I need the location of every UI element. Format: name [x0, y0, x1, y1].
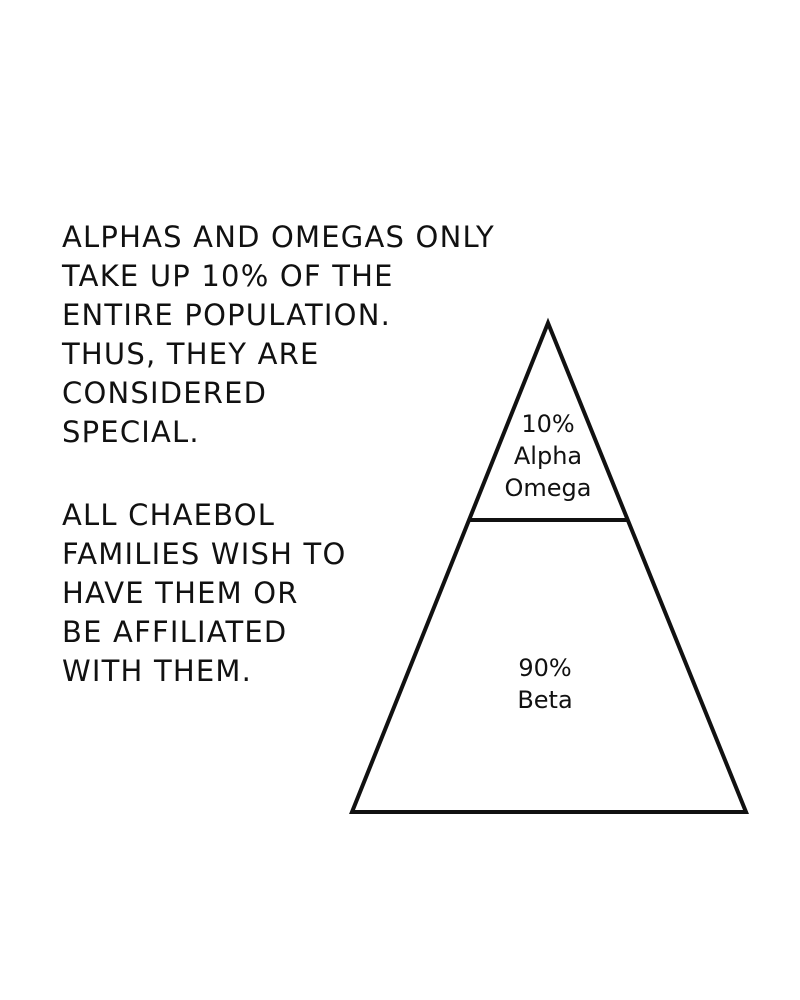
caption-line: BE AFFILIATED [62, 615, 288, 649]
caption-line: SPECIAL. [62, 415, 200, 449]
caption-line: THUS, THEY ARE [62, 337, 320, 371]
caption-line: WITH THEM. [62, 654, 253, 688]
pyramid-top-label: 10% Alpha Omega [448, 408, 648, 504]
caption-line: ALL CHAEBOL [62, 498, 276, 532]
top-label-alpha: Alpha [513, 442, 583, 470]
caption-line: TAKE UP 10% OF THE [62, 259, 394, 293]
top-label-omega: Omega [504, 474, 592, 502]
caption-paragraph-2: ALL CHAEBOL FAMILIES WISH TO HAVE THEM O… [62, 496, 347, 691]
bottom-label-beta: Beta [517, 686, 573, 714]
caption-line: HAVE THEM OR [62, 576, 299, 610]
pyramid-bottom-label: 90% Beta [445, 652, 645, 716]
top-percent: 10% [521, 410, 575, 438]
pyramid-outline [349, 317, 749, 814]
caption-line: CONSIDERED [62, 376, 268, 410]
caption-line: ALPHAS AND OMEGAS ONLY [62, 220, 495, 254]
bottom-percent: 90% [518, 654, 572, 682]
caption-line: FAMILIES WISH TO [62, 537, 347, 571]
caption-paragraph-1: ALPHAS AND OMEGAS ONLY TAKE UP 10% OF TH… [62, 218, 495, 452]
caption-line: ENTIRE POPULATION. [62, 298, 392, 332]
